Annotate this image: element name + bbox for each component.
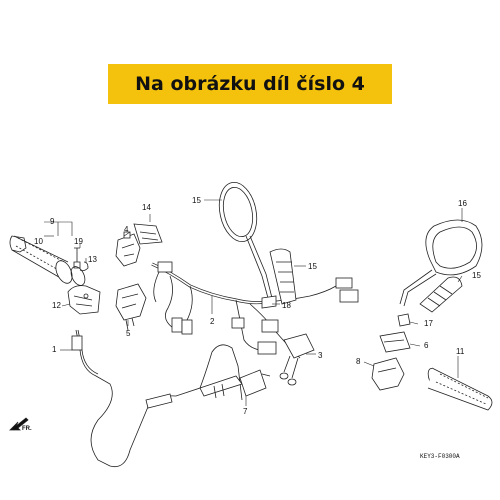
callout-12: 12 (52, 301, 61, 310)
front-arrow-icon (9, 417, 29, 431)
callout-labels: 9 10 19 13 12 1 14 4 5 2 3 7 8 6 11 17 1… (22, 196, 481, 460)
connector-3-drawing (279, 333, 315, 386)
callout-5: 5 (126, 329, 131, 338)
callout-13: 13 (88, 255, 97, 264)
callout-6: 6 (424, 341, 429, 350)
left-mirror-boot-drawing (269, 248, 297, 305)
callout-18: 17 (424, 319, 433, 328)
callout-9: 9 (50, 217, 55, 226)
callout-1: 1 (52, 345, 57, 354)
wire-harness-drawing (151, 261, 359, 359)
bracket-14-drawing (133, 223, 163, 245)
left-switch-housing-drawing (67, 285, 101, 315)
switch-5-drawing (115, 283, 147, 331)
clutch-cable-drawing (71, 329, 243, 468)
right-mirror-drawing (399, 219, 483, 307)
callout-14: 14 (142, 203, 151, 212)
callout-19: 18 (282, 301, 291, 310)
callout-17: 16 (458, 199, 467, 208)
front-label: FR. (22, 426, 32, 432)
left-grip-drawing (9, 235, 86, 286)
callout-7: 7 (243, 407, 248, 416)
right-grip-drawing (427, 367, 493, 411)
nut-18-drawing (397, 313, 411, 327)
banner-text: Na obrázku díl číslo 4 (135, 73, 365, 95)
right-mirror-boot-drawing (419, 276, 463, 313)
callout-2: 2 (210, 317, 215, 326)
callout-8: 8 (356, 357, 361, 366)
right-switch-8-drawing (371, 357, 405, 391)
callout-11: 11 (456, 347, 465, 356)
callout-16: 15 (192, 196, 201, 205)
leader-lines (44, 199, 463, 406)
callout-15-right: 15 (472, 271, 481, 280)
ring-19-drawing (261, 295, 277, 309)
callout-15-left: 15 (308, 262, 317, 271)
callout-3: 3 (318, 351, 323, 360)
clutch-switch-drawing (239, 369, 271, 397)
switch-4-drawing (115, 231, 141, 267)
left-mirror-drawing (218, 182, 273, 299)
right-switch-6-drawing (379, 331, 411, 353)
part-number-banner: Na obrázku díl číslo 4 (108, 64, 392, 104)
diagram-code: KEY3-F0300A (420, 453, 460, 460)
screw-drawings (73, 247, 89, 272)
callout-4: 4 (124, 225, 129, 234)
callout-10: 10 (34, 237, 43, 246)
callout-20: 19 (74, 237, 83, 246)
